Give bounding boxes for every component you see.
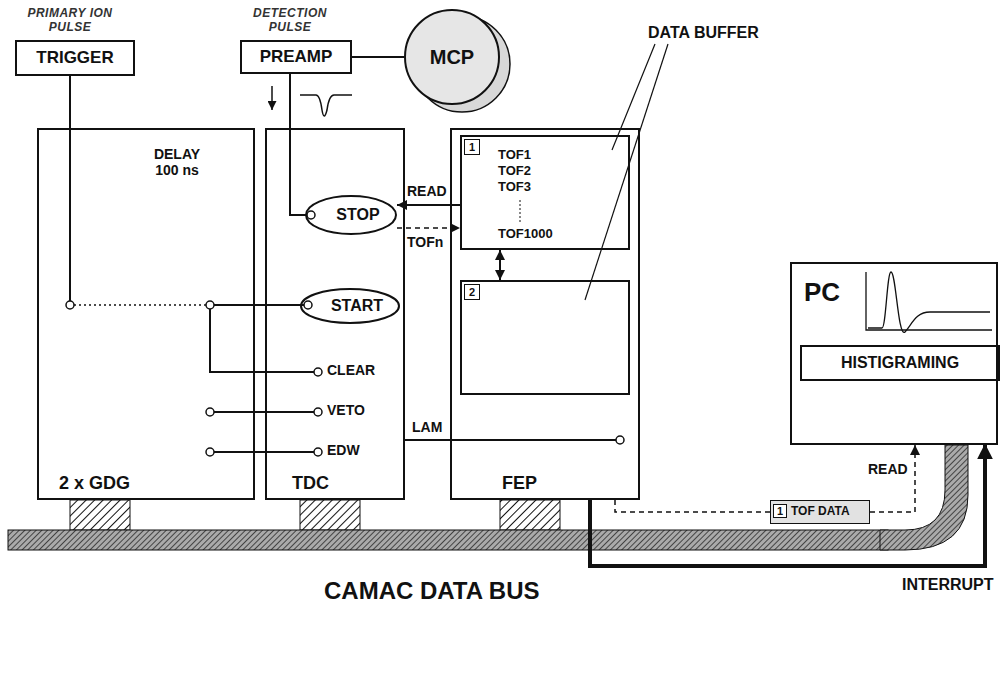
connector [255,304,300,306]
connector-label: LAM [410,420,444,435]
trigger-box: PRIMARY ION PULSETRIGGER [15,40,135,76]
pin-label: EDW [325,443,362,458]
process-box: HISTIGRAMING [800,345,1000,381]
terminal-circle [314,368,322,376]
data-packet: 1 TOF DATA [770,500,870,524]
heading-label: PRIMARY ION PULSE [15,6,125,34]
leader-line [585,44,668,300]
signal-wire [210,309,314,372]
histogram-icon [868,272,990,332]
terminal-circle [314,448,322,456]
module-label: TDC [292,473,372,494]
pin-label: VETO [325,403,367,418]
data-buffer: 2 [460,280,630,395]
terminal-circle [66,211,624,456]
ellipse-outline [301,289,399,323]
box-label: MCP [404,9,500,105]
delay-label: DELAY 100 ns [145,146,209,178]
signal-wire [214,304,255,306]
terminal-circle [616,436,624,444]
input-label: STOP [305,195,397,235]
connector-label: TOFn [405,235,445,250]
buffer-dots [520,200,521,222]
buffer-dots [520,200,521,222]
mcp-detector: MCP [404,9,500,105]
ellipse-outline [306,196,396,234]
module-foot [500,500,560,530]
camac-bus [8,530,888,550]
histogram-icon [866,272,992,330]
bus-label: CAMAC DATA BUS [322,578,542,604]
module-foot [300,500,360,530]
signal-wire [70,128,616,452]
connector [870,445,915,512]
terminal-circle [66,301,74,309]
connector [352,56,404,58]
connector [499,250,501,280]
pulse-symbol [300,95,352,116]
circle-outline [405,10,499,104]
terminal-circle [206,408,214,416]
box-label: PC [804,278,864,308]
fep-module: FEP 1TOF1 TOF2 TOF3TOF1000 2 [450,128,640,500]
box-label: PREAMP [242,42,350,72]
camac-bus [8,445,968,550]
signal-wire [214,411,314,413]
buffer-entry: TOF1 TOF2 TOF3 [498,147,542,195]
delay-dotted-wire [74,305,206,306]
connector [290,74,305,215]
pin-label: CLEAR [325,363,377,378]
pc-box: PC HISTIGRAMING [790,262,998,445]
camac-bus [880,445,968,550]
box-label: HISTIGRAMING [802,347,998,379]
connector [590,445,985,566]
terminal-circle [307,211,315,219]
connector [405,439,450,441]
buffer-entry: TOF1000 [498,227,578,242]
data-buffer: 1TOF1 TOF2 TOF3TOF1000 [460,135,630,250]
buffer-number: 1 [464,139,480,155]
module-foot [70,500,130,530]
terminal-circle [206,448,214,456]
module-label: 2 x GDG [59,473,179,494]
leader-line [585,44,668,300]
box-label: TRIGGER [17,42,133,74]
callout-label: DATA BUFFER [646,24,761,42]
signal-wire [69,128,71,301]
buffer-number: 1 [773,504,787,518]
delay-dotted-wire [74,304,206,306]
start-input: START [300,288,400,324]
module-label: FEP [502,473,582,494]
heading-label: DETECTION PULSE [245,6,335,34]
terminal-circle [206,301,214,309]
connector [615,500,770,512]
module-foot [70,500,560,530]
stop-input: STOP [305,195,397,235]
signal-wire [450,439,616,441]
packet-label: TOF DATA [791,501,867,523]
preamp-box: DETECTION PULSEPREAMP [240,40,352,74]
connector-label: READ [866,462,910,477]
pulse-symbol [272,86,352,116]
histogram-icon [866,272,992,332]
signal-wire [214,451,314,453]
connector-label: INTERRUPT [900,576,996,594]
connector-label: READ [405,184,449,199]
buffer-number: 2 [464,284,480,300]
pulse-symbol [271,86,273,110]
gdg-module: DELAY 100 ns 2 x GDG [37,128,255,500]
terminal-circle [314,408,322,416]
input-label: START [300,288,400,324]
connector [69,76,71,128]
terminal-circle [304,301,312,309]
